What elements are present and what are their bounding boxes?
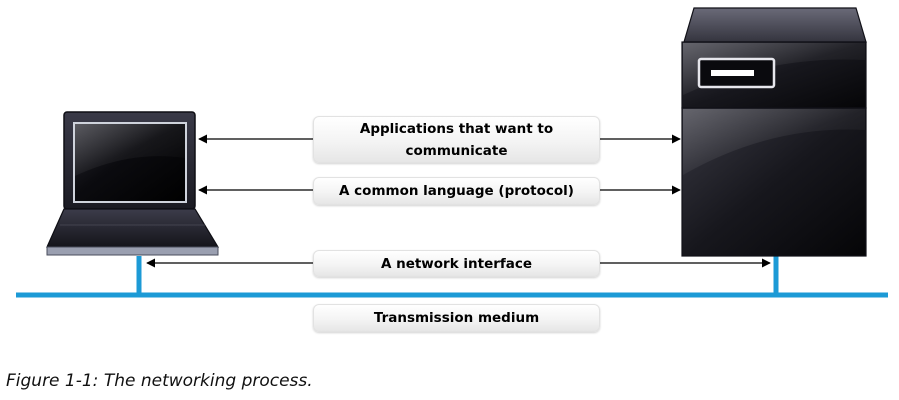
network-interface-label: A network interface (313, 250, 600, 277)
laptop-icon (46, 111, 220, 256)
server-icon (681, 7, 867, 257)
figure-caption: Figure 1-1: The networking process. (6, 371, 313, 391)
protocol-label: A common language (protocol) (313, 177, 600, 205)
applications-label: Applications that want to communicate (313, 116, 600, 163)
transmission-medium-label: Transmission medium (313, 304, 600, 332)
